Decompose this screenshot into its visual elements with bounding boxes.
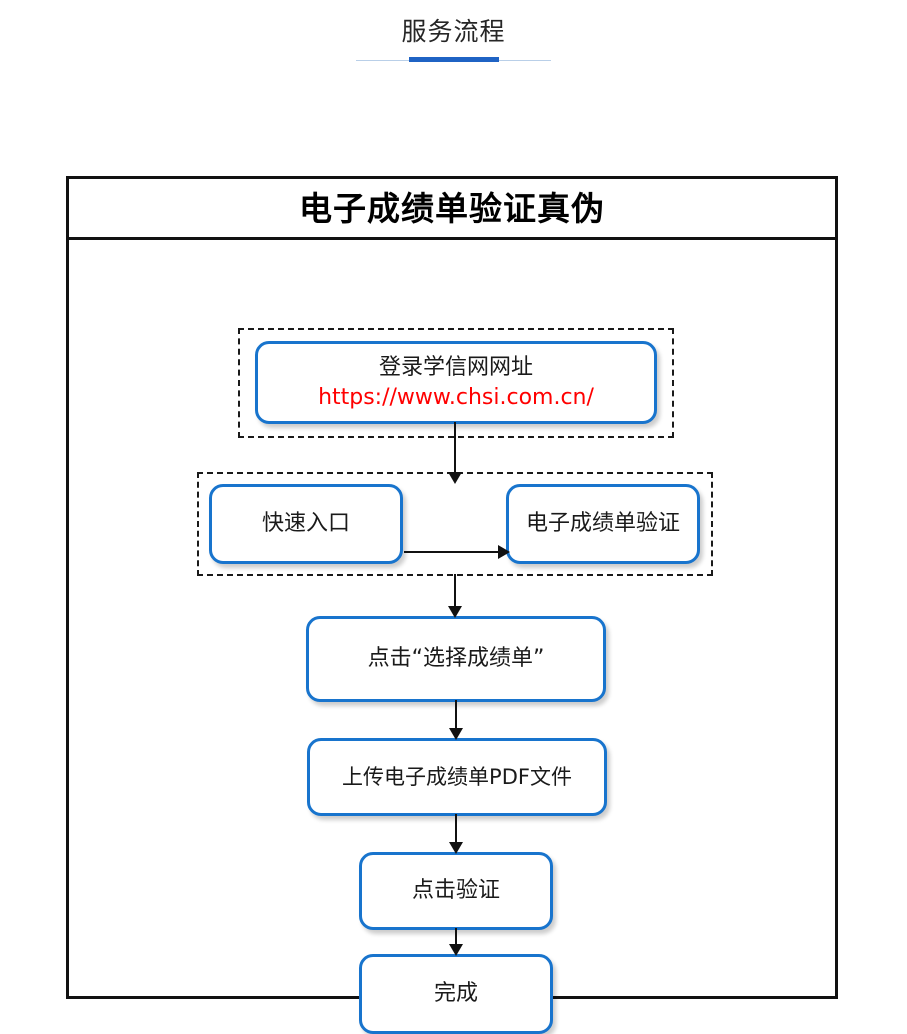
flow-node-transcript-verify-label: 电子成绩单验证 — [525, 511, 680, 536]
flow-node-done-label: 完成 — [433, 981, 478, 1006]
flow-node-done[interactable]: 完成 — [359, 954, 553, 1034]
flow-node-upload-pdf-label: 上传电子成绩单PDF文件 — [342, 765, 572, 789]
header-divider-accent — [409, 57, 499, 62]
arrow-down-icon-login-to-entry — [447, 422, 463, 484]
flowchart-frame: 电子成绩单验证真伪 登录学信网网址 https://www.chsi.com.c… — [66, 176, 838, 1034]
arrow-head — [498, 545, 510, 559]
arrow-down-icon-entry-to-select — [447, 574, 463, 618]
arrow-shaft — [455, 928, 457, 944]
flow-node-click-verify-label: 点击验证 — [411, 878, 500, 903]
flow-node-click-verify[interactable]: 点击验证 — [359, 852, 553, 930]
page-title: 服务流程 — [401, 17, 506, 46]
arrow-shaft — [404, 551, 498, 553]
arrow-shaft — [454, 574, 456, 606]
arrow-shaft — [455, 700, 457, 728]
flow-node-login-site-label: 登录学信网网址 — [378, 354, 533, 380]
flow-node-click-select-transcript-label: 点击“选择成绩单” — [367, 646, 545, 671]
arrow-right-icon-entry-to-verify — [404, 544, 510, 560]
flowchart-canvas: 登录学信网网址 https://www.chsi.com.cn/ 快速入口 电子… — [69, 240, 835, 1034]
flow-node-upload-pdf[interactable]: 上传电子成绩单PDF文件 — [307, 738, 607, 816]
flow-node-quick-entry-label: 快速入口 — [261, 511, 350, 536]
flow-node-click-select-transcript[interactable]: 点击“选择成绩单” — [306, 616, 606, 702]
page-header: 服务流程 — [0, 0, 907, 80]
flow-node-login-site[interactable]: 登录学信网网址 https://www.chsi.com.cn/ — [255, 341, 657, 424]
arrow-head — [448, 606, 462, 618]
flow-node-login-site-url: https://www.chsi.com.cn/ — [318, 384, 594, 410]
arrow-down-icon-upload-to-verify — [448, 814, 464, 854]
arrow-head — [448, 472, 462, 484]
flow-node-transcript-verify[interactable]: 电子成绩单验证 — [506, 484, 700, 564]
flow-node-quick-entry[interactable]: 快速入口 — [209, 484, 403, 564]
arrow-down-icon-verify-to-done — [448, 928, 464, 956]
arrow-shaft — [455, 814, 457, 842]
arrow-head — [449, 944, 463, 956]
arrow-head — [449, 728, 463, 740]
arrow-head — [449, 842, 463, 854]
arrow-down-icon-select-to-upload — [448, 700, 464, 740]
arrow-shaft — [454, 422, 456, 472]
dashed-group-login — [238, 328, 674, 438]
flowchart-title: 电子成绩单验证真伪 — [299, 188, 605, 228]
flowchart-title-bar: 电子成绩单验证真伪 — [69, 179, 835, 240]
